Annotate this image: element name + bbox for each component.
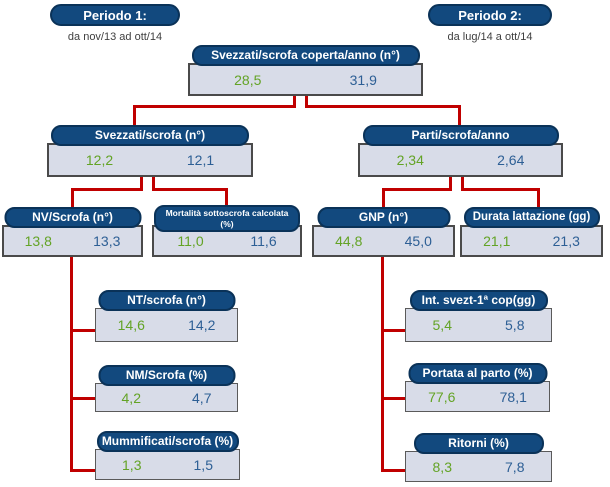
connector-svezzati-left-horizontal	[71, 188, 143, 191]
connector-to-portata	[381, 397, 405, 400]
node-root-values: 28,5 31,9	[188, 63, 423, 96]
node-gnp-title: GNP (n°)	[317, 207, 450, 228]
connector-to-nv	[71, 188, 74, 207]
connector-parti-left-stub	[449, 177, 452, 190]
connector-to-nt	[70, 329, 95, 332]
node-nm-scrofa-values: 4,2 4,7	[95, 383, 238, 412]
node-nv-scrofa-value-p2: 13,3	[93, 233, 121, 249]
node-nm-scrofa: NM/Scrofa (%) 4,2 4,7	[95, 365, 238, 412]
node-root: Svezzati/scrofa coperta/anno (n°) 28,5 3…	[188, 45, 423, 96]
node-portata-al-parto-title: Portata al parto (%)	[408, 363, 547, 384]
connector-to-gnp	[382, 188, 385, 207]
node-root-title: Svezzati/scrofa coperta/anno (n°)	[191, 45, 420, 66]
period1-badge: Periodo 1:	[50, 4, 180, 26]
connector-to-svezzati	[133, 105, 136, 126]
node-ritorni-value-p1: 8,3	[432, 458, 452, 475]
node-int-svezt-cop-value-p1: 5,4	[432, 317, 452, 333]
node-nm-scrofa-value-p1: 4,2	[121, 389, 141, 406]
node-nt-scrofa-values: 14,6 14,2	[95, 308, 238, 342]
node-ritorni-values: 8,3 7,8	[405, 451, 552, 482]
node-svezzati-scrofa-title: Svezzati/scrofa (n°)	[51, 125, 249, 146]
connector-root-left-stub	[293, 95, 296, 108]
node-mortalita-sottoscrofa: Mortalità sottoscrofa calcolata (%) 11,0…	[152, 205, 302, 257]
node-mortalita-sottoscrofa-title: Mortalità sottoscrofa calcolata (%)	[154, 205, 300, 232]
node-nt-scrofa-value-p1: 14,6	[117, 317, 145, 333]
node-mummificati-scrofa: Mummificati/scrofa (%) 1,3 1,5	[95, 431, 240, 480]
connector-to-ritorni	[381, 469, 405, 472]
node-mummificati-scrofa-values: 1,3 1,5	[95, 449, 240, 480]
node-root-value-p2: 31,9	[349, 71, 377, 88]
node-nt-scrofa-title: NT/scrofa (n°)	[98, 290, 235, 311]
node-nv-scrofa: NV/Scrofa (n°) 13,8 13,3	[2, 207, 143, 257]
node-durata-lattazione-title: Durata lattazione (gg)	[463, 207, 600, 228]
node-parti-scrofa-anno-value-p2: 2,64	[497, 152, 525, 168]
node-nm-scrofa-value-p2: 4,7	[192, 389, 212, 406]
node-ritorni: Ritorni (%) 8,3 7,8	[405, 433, 552, 482]
node-nm-scrofa-title: NM/Scrofa (%)	[98, 365, 235, 386]
connector-svezzati-right-horizontal	[152, 188, 228, 191]
node-svezzati-scrofa-value-p1: 12,2	[85, 152, 114, 168]
node-parti-scrofa-anno: Parti/scrofa/anno 2,34 2,64	[358, 125, 563, 177]
node-nv-scrofa-values: 13,8 13,3	[2, 225, 143, 257]
node-gnp-values: 44,8 45,0	[312, 225, 455, 257]
node-durata-lattazione: Durata lattazione (gg) 21,1 21,3	[460, 207, 603, 257]
node-gnp-value-p1: 44,8	[335, 233, 363, 249]
connector-root-right-horizontal	[305, 105, 461, 108]
connector-to-nm	[70, 397, 95, 400]
node-svezzati-scrofa-values: 12,2 12,1	[47, 143, 253, 177]
connector-root-left-horizontal	[133, 105, 296, 108]
connector-to-durata	[537, 188, 540, 207]
node-svezzati-scrofa: Svezzati/scrofa (n°) 12,2 12,1	[47, 125, 253, 177]
node-portata-al-parto: Portata al parto (%) 77,6 78,1	[405, 363, 550, 412]
node-gnp-value-p2: 45,0	[404, 233, 432, 249]
node-parti-scrofa-anno-values: 2,34 2,64	[358, 143, 563, 177]
node-nv-scrofa-title: NV/Scrofa (n°)	[4, 207, 141, 228]
period2-date-range: da lug/14 a ott/14	[447, 31, 533, 43]
connector-svezzati-left-stub	[140, 177, 143, 190]
node-ritorni-value-p2: 7,8	[505, 458, 525, 475]
connector-right-spine	[381, 257, 384, 472]
node-nt-scrofa-value-p2: 14,2	[188, 317, 216, 333]
node-root-value-p1: 28,5	[234, 71, 262, 88]
connector-parti-left-horizontal	[382, 188, 452, 191]
node-portata-al-parto-value-p1: 77,6	[428, 388, 456, 405]
node-mortalita-sottoscrofa-value-p1: 11,0	[177, 233, 204, 249]
node-durata-lattazione-value-p2: 21,3	[552, 233, 580, 249]
node-durata-lattazione-value-p1: 21,1	[483, 233, 511, 249]
connector-to-parti	[458, 105, 461, 126]
node-mummificati-scrofa-title: Mummificati/scrofa (%)	[96, 431, 239, 452]
node-portata-al-parto-value-p2: 78,1	[499, 388, 527, 405]
connector-parti-right-horizontal	[461, 188, 540, 191]
node-svezzati-scrofa-value-p2: 12,1	[186, 152, 215, 168]
node-parti-scrofa-anno-value-p1: 2,34	[396, 152, 424, 168]
connector-to-int-svezt	[381, 329, 405, 332]
node-mummificati-scrofa-value-p2: 1,5	[193, 456, 213, 473]
period2-badge: Periodo 2:	[428, 4, 552, 26]
node-parti-scrofa-anno-title: Parti/scrofa/anno	[362, 125, 559, 146]
connector-left-spine	[70, 257, 73, 472]
period1-date-range: da nov/13 ad ott/14	[67, 31, 163, 43]
node-mummificati-scrofa-value-p1: 1,3	[122, 456, 142, 473]
connector-parti-right-stub	[461, 177, 464, 190]
connector-root-right-stub	[305, 95, 308, 108]
node-ritorni-title: Ritorni (%)	[413, 433, 544, 454]
node-gnp: GNP (n°) 44,8 45,0	[312, 207, 455, 257]
node-int-svezt-cop: Int. svezt-1ª cop(gg) 5,4 5,8	[405, 290, 552, 342]
connector-to-mummificati	[70, 469, 95, 472]
node-mortalita-sottoscrofa-value-p2: 11,6	[250, 233, 277, 249]
node-nt-scrofa: NT/scrofa (n°) 14,6 14,2	[95, 290, 238, 342]
node-int-svezt-cop-values: 5,4 5,8	[405, 308, 552, 342]
connector-to-mortalita	[225, 188, 228, 207]
node-int-svezt-cop-value-p2: 5,8	[505, 317, 525, 333]
connector-svezzati-right-stub	[152, 177, 155, 190]
node-durata-lattazione-values: 21,1 21,3	[460, 225, 603, 257]
node-portata-al-parto-values: 77,6 78,1	[405, 381, 550, 412]
node-nv-scrofa-value-p1: 13,8	[24, 233, 52, 249]
node-int-svezt-cop-title: Int. svezt-1ª cop(gg)	[409, 290, 548, 311]
